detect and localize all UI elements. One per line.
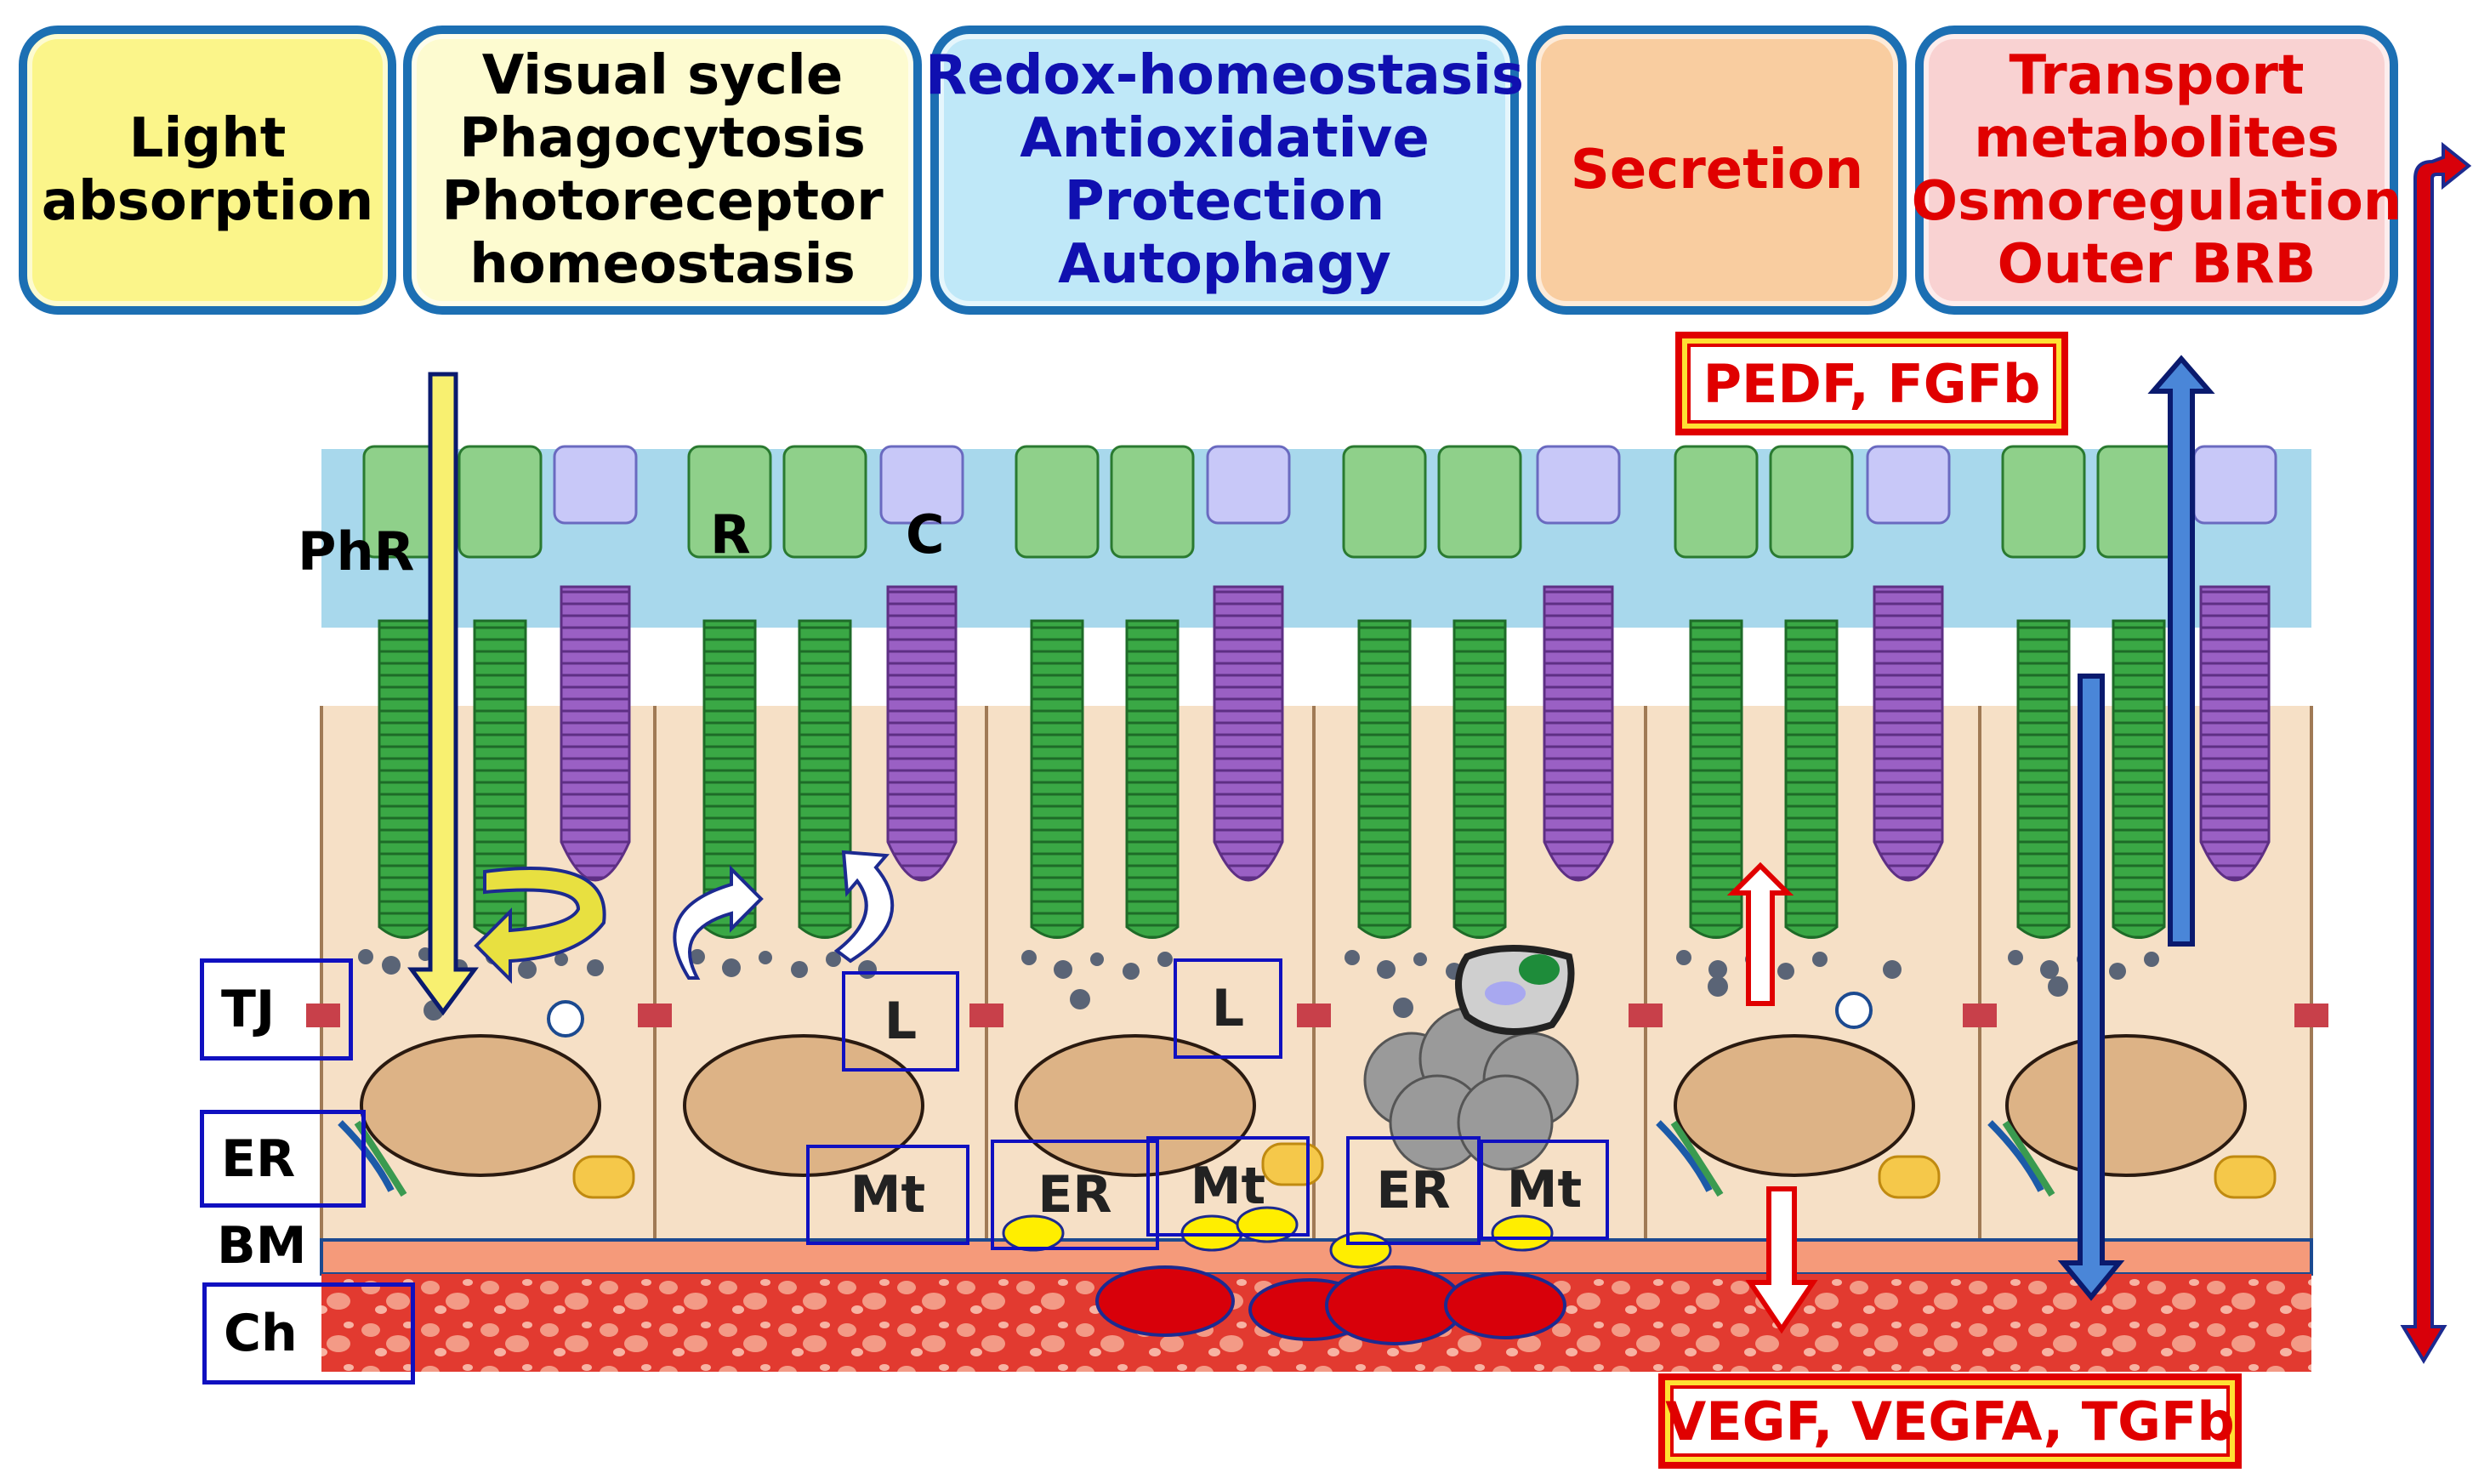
header-line: Redox-homeostasis	[925, 44, 1524, 107]
label-er-organelle-1: ER	[991, 1140, 1159, 1250]
factor-text-basal: VEGF, VEGFA, TGFb	[1665, 1385, 2235, 1457]
label-endoplasmic-reticulum: ER	[200, 1110, 366, 1208]
factor-text-apical: PEDF, FGFb	[1687, 344, 2056, 424]
header-line: Transport	[2009, 44, 2305, 107]
label-tight-junction: TJ	[200, 958, 353, 1060]
subretinal-band	[321, 449, 2311, 628]
label-mitochondria-2: Mt	[1146, 1136, 1310, 1237]
label-bruchs-membrane: BM	[217, 1216, 307, 1276]
light-arrow	[407, 372, 479, 1016]
header-line: Photoreceptor	[441, 170, 884, 233]
label-cone: C	[906, 503, 945, 566]
header-line: homeostasis	[469, 233, 856, 296]
phagocytosis-arrow-1	[673, 865, 764, 980]
rpe-cell-borders	[320, 706, 2313, 1242]
label-lysosome-1: L	[842, 971, 959, 1072]
nuclei	[360, 1034, 2247, 1177]
secretion-up-arrow	[1726, 861, 1794, 1006]
outer-brb-double-arrow	[2400, 141, 2472, 1364]
phagosome	[1455, 945, 1575, 1035]
header-line: Osmoregulation	[1911, 170, 2402, 233]
header-line: Autophagy	[1058, 233, 1391, 296]
phagocytosis-arrow-2	[833, 850, 895, 964]
header-box-visual-cycle: Visual sycle Phagocytosis Photoreceptor …	[403, 26, 922, 315]
label-lysosome-2: L	[1174, 958, 1282, 1059]
label-er-organelle-2: ER	[1346, 1136, 1481, 1245]
tight-junctions	[306, 1004, 2328, 1027]
label-mitochondria-3: Mt	[1480, 1140, 1609, 1240]
label-rod: R	[710, 503, 751, 566]
label-photoreceptor: PhR	[298, 520, 415, 583]
er-strands	[338, 1120, 2055, 1197]
header-line: Protection	[1064, 170, 1385, 233]
header-line: Antioxidative	[1020, 107, 1430, 170]
label-choroid: Ch	[202, 1282, 415, 1384]
drusen-deposits	[1095, 1265, 1566, 1345]
photoreceptor-outer-segments	[378, 585, 2271, 939]
factor-box-apical: PEDF, FGFb	[1675, 332, 2068, 435]
header-box-redox: Redox-homeostasis Antioxidative Protecti…	[925, 26, 1524, 315]
header-line: Visual sycle	[481, 44, 844, 107]
visual-cycle-curve-arrow	[474, 867, 606, 984]
factor-box-basal: VEGF, VEGFA, TGFb	[1658, 1373, 2242, 1469]
header-box-light-absorption: Light absorption	[19, 26, 396, 315]
transport-down-arrow	[2057, 674, 2125, 1301]
header-line: Light	[128, 107, 287, 170]
transport-up-arrow	[2147, 355, 2215, 947]
header-line: Secretion	[1570, 139, 1864, 202]
header-line: metabolites	[1974, 107, 2339, 170]
lysosome-icons	[547, 992, 1873, 1038]
label-mitochondria-1: Mt	[806, 1145, 969, 1245]
header-box-transport: Transport metabolites Osmoregulation Out…	[1912, 26, 2402, 315]
bruchs-membrane	[320, 1238, 2313, 1276]
photoreceptors	[362, 445, 2277, 559]
header-line: absorption	[41, 170, 374, 233]
header-line: Outer BRB	[1997, 233, 2317, 296]
header-box-secretion: Secretion	[1527, 26, 1907, 315]
secretion-down-arrow	[1745, 1186, 1818, 1334]
header-line: Phagocytosis	[459, 107, 866, 170]
